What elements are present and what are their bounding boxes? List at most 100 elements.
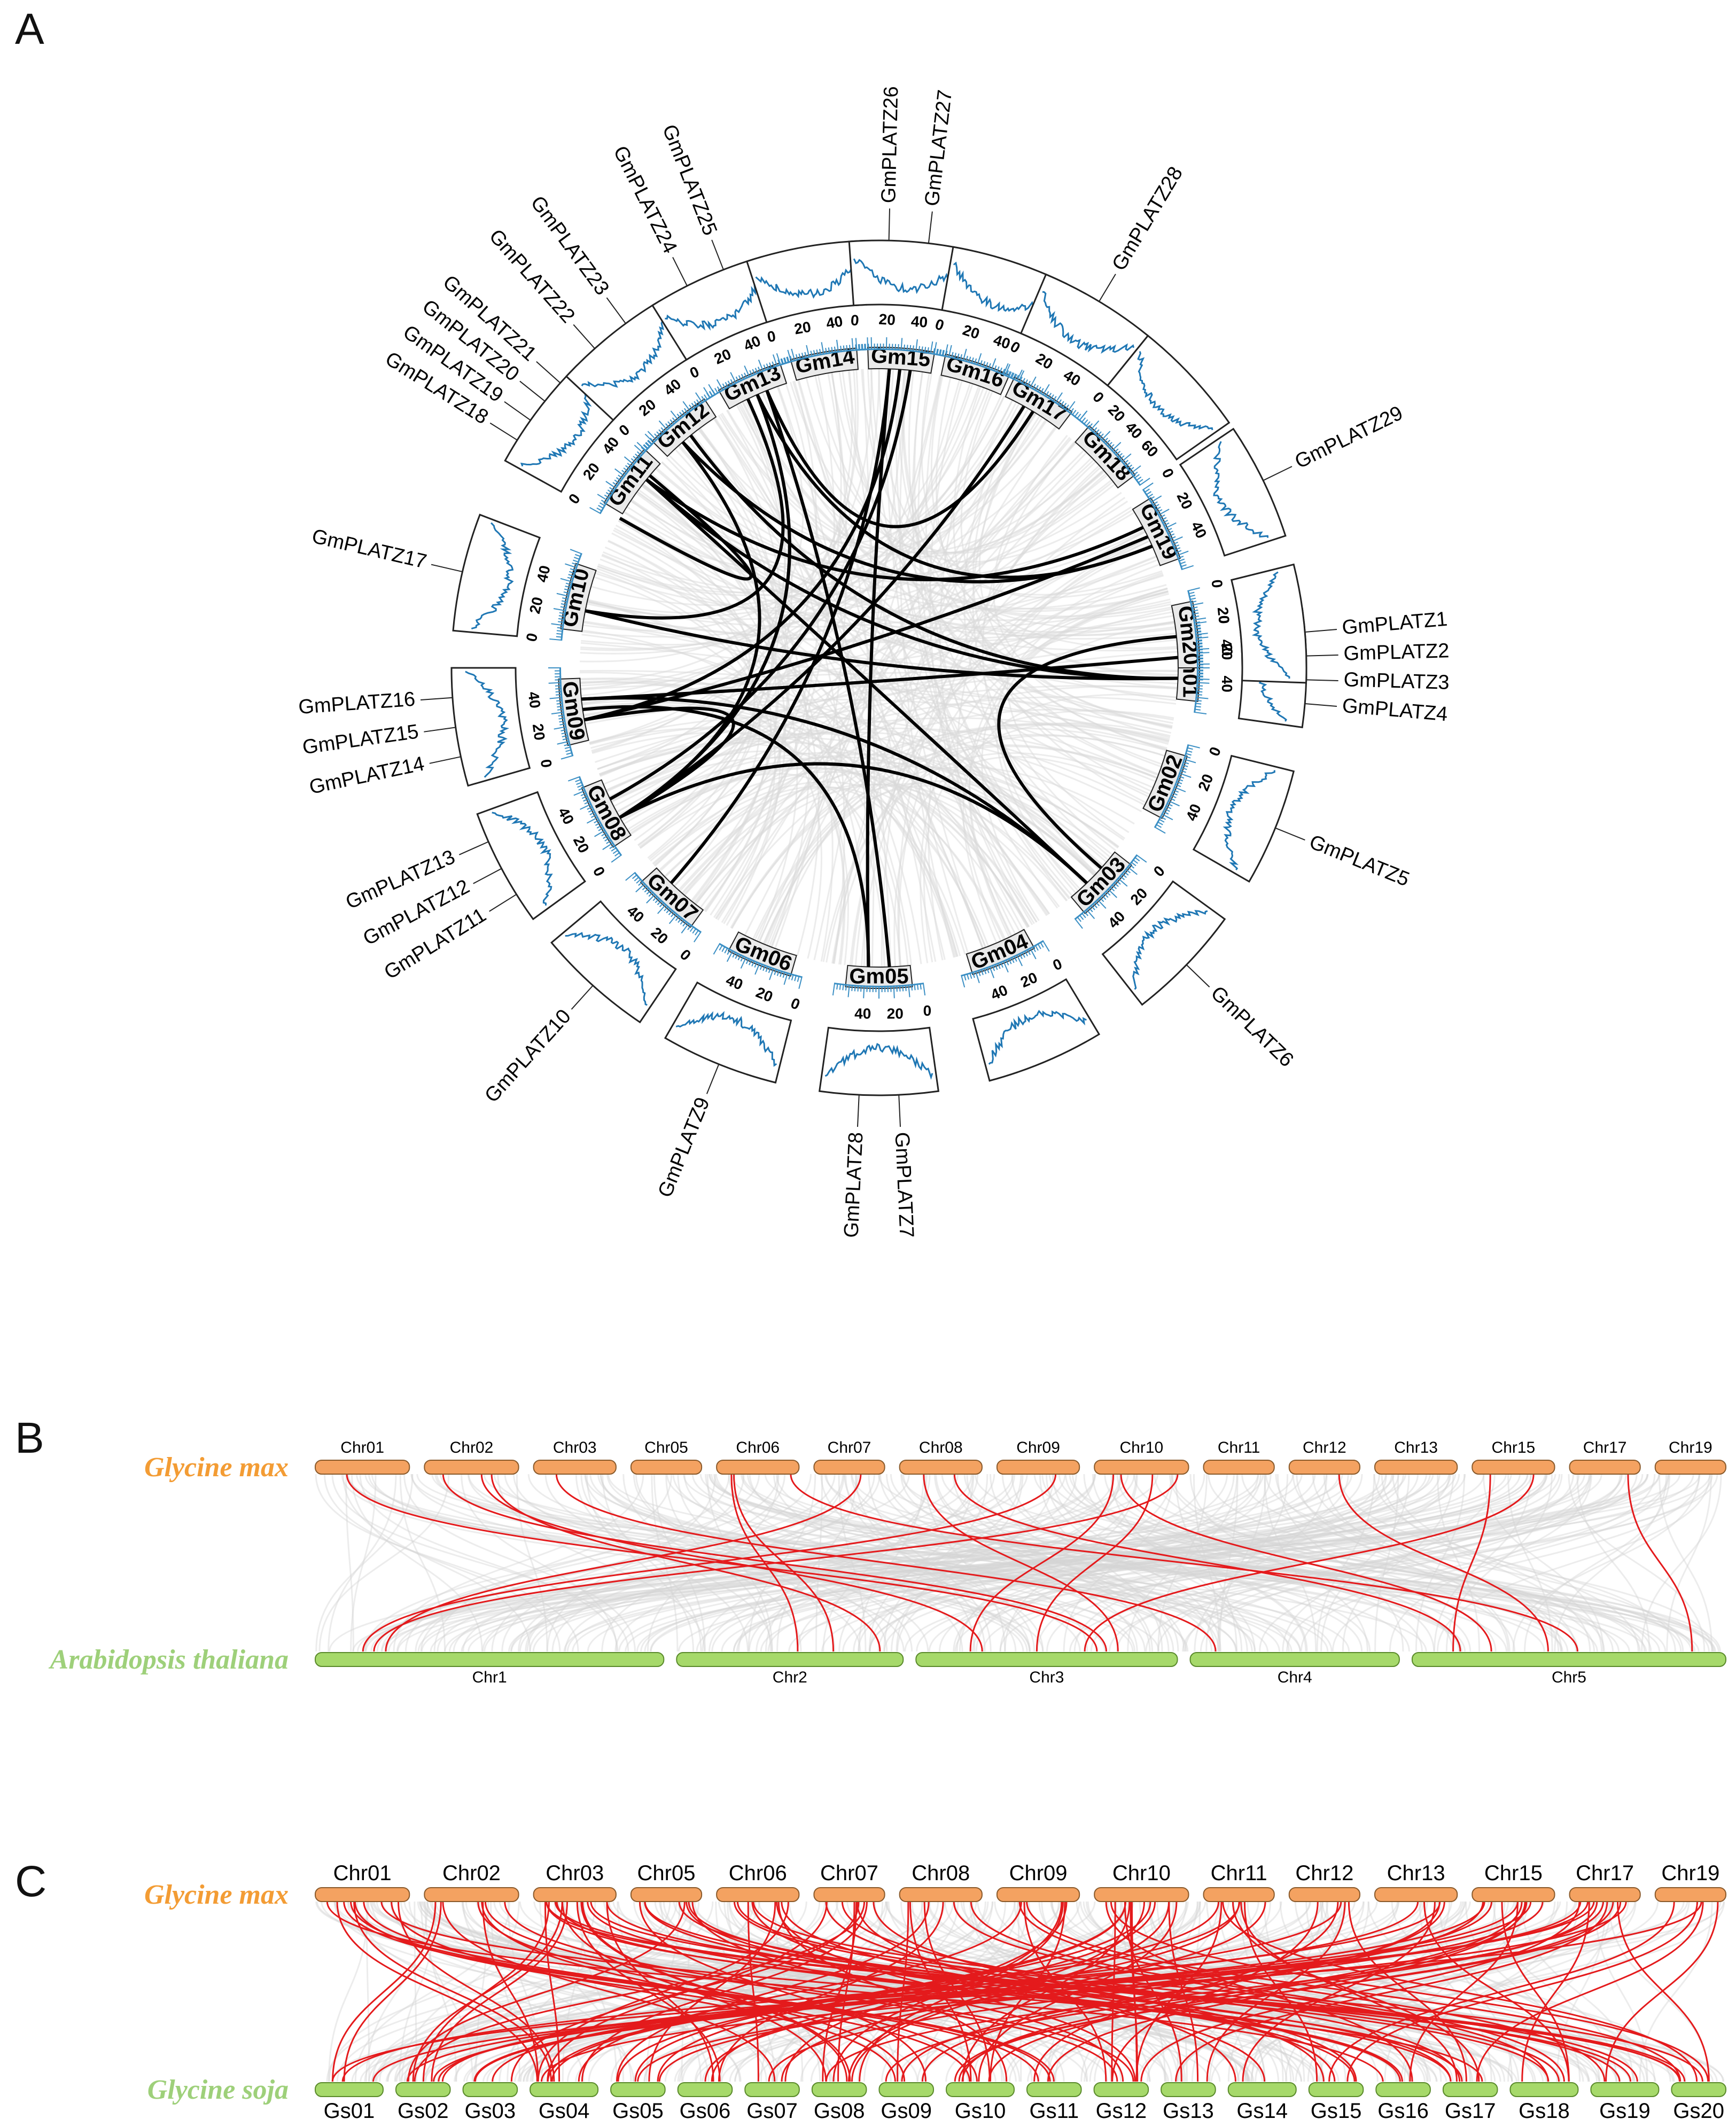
- tick-mark: [609, 844, 616, 850]
- orthologous-link: [688, 1901, 1452, 2082]
- background-link: [347, 1474, 1159, 1652]
- tick-mark: [1188, 591, 1195, 595]
- tick-mark: [1008, 371, 1012, 378]
- orthologous-link: [1242, 1901, 1436, 2082]
- background-link: [989, 1474, 1179, 1652]
- background-link: [410, 1474, 1301, 1652]
- top-species-label: Glycine max: [144, 1880, 289, 1910]
- tick-mark: [643, 444, 649, 449]
- background-link: [838, 1474, 867, 1652]
- tick-mark: [1171, 792, 1178, 796]
- tick-mark: [985, 362, 988, 369]
- orthologous-link: [343, 1901, 442, 2082]
- bottom-chromosome-label: Gs11: [1029, 2099, 1079, 2119]
- top-chromosome-bar: [716, 1887, 800, 1902]
- tick-label: 60: [1138, 437, 1162, 461]
- gene-density-track: [988, 1009, 1087, 1065]
- top-chromosome-label: Chr03: [553, 1439, 597, 1456]
- tick-mark: [1034, 944, 1039, 951]
- tick-mark: [1074, 918, 1083, 929]
- tick-mark: [776, 969, 780, 976]
- tick-mark: [557, 741, 570, 745]
- bottom-chromosome-bar: [462, 2082, 518, 2097]
- orthologous-link: [897, 1901, 909, 2082]
- tick-mark: [936, 349, 939, 356]
- top-species-label: Glycine max: [144, 1452, 289, 1483]
- tick-mark: [794, 975, 797, 981]
- background-link: [815, 1474, 823, 1652]
- tick-mark: [576, 781, 583, 785]
- background-link: [636, 1474, 1602, 1652]
- top-chromosome-bar: [899, 1460, 983, 1475]
- tick-mark: [1101, 894, 1107, 900]
- background-link: [698, 428, 984, 949]
- background-link: [321, 1901, 1266, 2082]
- gene-label: GmPLATZ27: [921, 89, 956, 207]
- bottom-chromosome-label: Gs07: [746, 2099, 798, 2119]
- background-link: [633, 1474, 888, 1652]
- background-link: [860, 540, 1150, 967]
- gene-leader-line: [928, 211, 933, 244]
- tick-mark: [727, 948, 731, 955]
- tick-mark: [804, 352, 807, 359]
- tick-mark: [689, 404, 694, 411]
- gene-leader-line: [1305, 629, 1337, 633]
- tick-mark: [784, 357, 787, 364]
- tick-mark: [1083, 910, 1089, 916]
- tick-label: 0: [923, 1002, 932, 1019]
- top-chromosome-bar: [1654, 1887, 1726, 1902]
- gene-label: GmPLATZ15: [301, 720, 420, 759]
- gene-leader-line: [706, 1064, 720, 1094]
- tick-mark: [819, 349, 822, 356]
- background-link: [1374, 1474, 1399, 1652]
- orthologous-link: [953, 1474, 1461, 1652]
- background-link: [385, 1474, 1129, 1652]
- orthologous-link: [733, 1474, 835, 1652]
- background-link: [1194, 1474, 1328, 1652]
- background-link: [1208, 1474, 1605, 1652]
- tick-label: 40: [1183, 801, 1204, 823]
- tick-label: 0: [1209, 579, 1226, 589]
- tick-mark: [554, 726, 567, 730]
- orthologous-link: [781, 1901, 1266, 2082]
- background-link: [510, 1474, 1512, 1652]
- tick-mark: [1029, 376, 1037, 388]
- background-link: [448, 1474, 1457, 1652]
- background-link: [584, 1474, 1301, 1652]
- tick-mark: [920, 983, 922, 990]
- tick-mark: [948, 345, 952, 358]
- tick-mark: [630, 458, 637, 463]
- tick-mark: [740, 955, 744, 962]
- background-link: [1482, 1474, 1604, 1652]
- tick-label: 0: [1216, 616, 1232, 624]
- tick-mark: [609, 487, 616, 492]
- tick-label: 40: [525, 691, 543, 710]
- tick-mark: [774, 968, 777, 975]
- background-link: [465, 1901, 1422, 2082]
- tick-mark: [564, 743, 571, 746]
- tick-mark: [564, 588, 571, 591]
- background-link: [1182, 1474, 1669, 1652]
- tick-mark: [1196, 678, 1210, 680]
- top-chromosome-label: Chr05: [637, 1861, 696, 1885]
- segmental-duplication-link: [689, 434, 1178, 680]
- tick-mark: [712, 389, 717, 396]
- tick-mark: [1191, 606, 1198, 609]
- tick-mark: [960, 354, 963, 361]
- orthologous-link: [551, 1901, 1241, 2082]
- tick-mark: [727, 380, 731, 387]
- tick-mark: [1076, 916, 1081, 922]
- tick-label: 0: [1205, 744, 1224, 758]
- tick-mark: [1172, 541, 1178, 546]
- background-link: [638, 489, 1149, 798]
- tick-mark: [560, 755, 574, 760]
- tick-mark: [1176, 550, 1189, 556]
- tick-mark: [962, 348, 967, 362]
- density-box: [476, 791, 586, 921]
- tick-mark: [1181, 565, 1194, 571]
- top-chromosome-bar: [424, 1460, 519, 1475]
- tick-mark: [703, 387, 711, 399]
- background-link: [1434, 1474, 1532, 1652]
- tick-mark: [737, 954, 742, 961]
